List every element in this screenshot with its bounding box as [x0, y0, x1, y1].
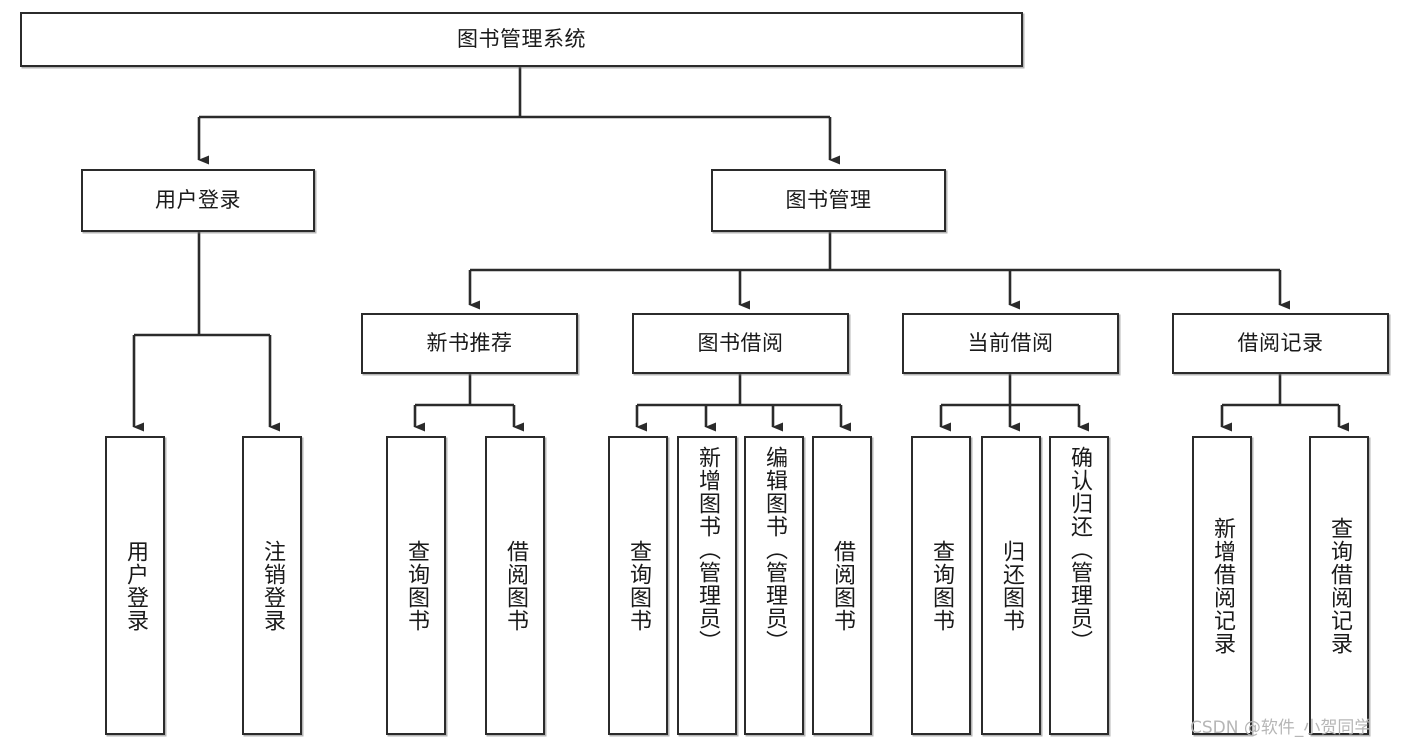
leaf-user-login-login[interactable]: 用户登录 — [105, 436, 165, 735]
leaf-current-borrow-query-book-label: 查询图书 — [928, 539, 954, 632]
leaf-current-borrow-query-book[interactable]: 查询图书 — [911, 436, 971, 735]
leaf-new-book-query-book[interactable]: 查询图书 — [386, 436, 446, 735]
leaf-book-borrow-edit-book-admin-label: 编辑图书（管理员） — [761, 446, 787, 653]
leaf-current-borrow-return-book-label: 归还图书 — [998, 539, 1024, 632]
node-current-borrow[interactable]: 当前借阅 — [902, 313, 1119, 374]
leaf-new-book-borrow-book[interactable]: 借阅图书 — [485, 436, 545, 735]
node-user-login-label: 用户登录 — [155, 187, 241, 212]
node-borrow-record-label: 借阅记录 — [1237, 330, 1324, 355]
leaf-book-borrow-borrow-book-label: 借阅图书 — [829, 539, 855, 632]
leaf-book-borrow-borrow-book[interactable]: 借阅图书 — [812, 436, 872, 735]
node-current-borrow-label: 当前借阅 — [967, 330, 1054, 355]
leaf-current-borrow-confirm-return-admin-label: 确认归还（管理员） — [1066, 446, 1092, 653]
leaf-book-borrow-edit-book-admin[interactable]: 编辑图书（管理员） — [744, 436, 804, 735]
leaf-user-login-logout[interactable]: 注销登录 — [242, 436, 302, 735]
node-root-label: 图书管理系统 — [457, 26, 586, 51]
leaf-user-login-logout-label: 注销登录 — [259, 539, 285, 632]
node-user-login[interactable]: 用户登录 — [81, 169, 315, 232]
node-new-book-recommend-label: 新书推荐 — [426, 330, 513, 355]
leaf-new-book-borrow-book-label: 借阅图书 — [502, 539, 528, 632]
watermark-csdn: CSDN @软件_小贺同学 — [1190, 718, 1372, 738]
leaf-user-login-login-label: 用户登录 — [122, 539, 148, 632]
leaf-current-borrow-return-book[interactable]: 归还图书 — [981, 436, 1041, 735]
node-book-borrow-label: 图书借阅 — [697, 330, 784, 355]
leaf-book-borrow-add-book-admin-label: 新增图书（管理员） — [694, 446, 720, 653]
leaf-new-book-query-book-label: 查询图书 — [403, 539, 429, 632]
leaf-current-borrow-confirm-return-admin[interactable]: 确认归还（管理员） — [1049, 436, 1109, 735]
leaf-borrow-record-add-record[interactable]: 新增借阅记录 — [1192, 436, 1252, 735]
leaf-borrow-record-query-record[interactable]: 查询借阅记录 — [1309, 436, 1369, 735]
node-new-book-recommend[interactable]: 新书推荐 — [361, 313, 578, 374]
node-root-book-management-system[interactable]: 图书管理系统 — [20, 12, 1023, 67]
node-book-management[interactable]: 图书管理 — [711, 169, 946, 232]
leaf-book-borrow-query-book-label: 查询图书 — [625, 539, 651, 632]
leaf-book-borrow-add-book-admin[interactable]: 新增图书（管理员） — [677, 436, 737, 735]
node-borrow-record[interactable]: 借阅记录 — [1172, 313, 1389, 374]
leaf-book-borrow-query-book[interactable]: 查询图书 — [608, 436, 668, 735]
node-book-management-label: 图书管理 — [785, 187, 872, 212]
leaf-borrow-record-query-record-label: 查询借阅记录 — [1326, 516, 1352, 655]
leaf-borrow-record-add-record-label: 新增借阅记录 — [1209, 516, 1235, 655]
node-book-borrow[interactable]: 图书借阅 — [632, 313, 849, 374]
